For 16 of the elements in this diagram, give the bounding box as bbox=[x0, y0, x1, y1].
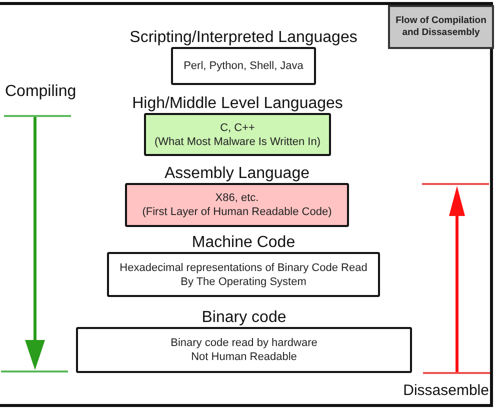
box-text: X86, etc. bbox=[215, 191, 259, 205]
box-text: (What Most Malware Is Written In) bbox=[154, 134, 321, 148]
box-text: C, C++ bbox=[220, 120, 255, 134]
level-heading: Assembly Language bbox=[164, 165, 310, 183]
level-heading: High/Middle Level Languages bbox=[132, 95, 343, 113]
level-heading: Machine Code bbox=[192, 234, 296, 252]
box-text: Perl, Python, Shell, Java bbox=[184, 59, 304, 73]
box-text: Hexadecimal representations of Binary Code Read By The Operating System bbox=[118, 260, 368, 288]
box-text: Not Human Readable bbox=[191, 350, 297, 364]
arrow-label: Dissasemble bbox=[403, 382, 489, 400]
box-text: Binary code read by hardware bbox=[170, 336, 318, 350]
level-heading: Scripting/Interpreted Languages bbox=[130, 29, 358, 47]
level-heading: Binary code bbox=[202, 309, 286, 327]
arrow-label: Compiling bbox=[5, 83, 76, 101]
diagram-title: Flow of Compilation and Dissasembly bbox=[394, 15, 488, 39]
box-text: (First Layer of Human Readable Code) bbox=[142, 205, 332, 219]
